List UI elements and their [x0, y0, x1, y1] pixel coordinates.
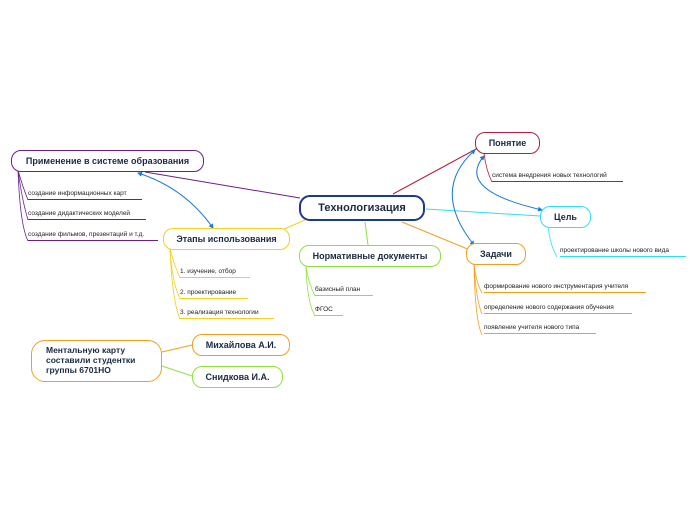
leaf-tasks-1: формирование нового инструментария учите…	[484, 283, 646, 293]
node-normative[interactable]: Нормативные документы	[299, 245, 441, 267]
leaf-stages-1: 1. изучение, отбор	[180, 268, 250, 278]
leaf-application-3: создание фильмов, презентаций и т.д.	[28, 231, 158, 241]
link-author1	[161, 344, 193, 353]
node-tasks[interactable]: Задачи	[466, 243, 526, 265]
leaf-normative-1: базисный план	[315, 286, 373, 296]
leaf-goal-1: проектирование школы нового вида	[560, 247, 686, 257]
leaf-application-1: создание информационных карт	[28, 190, 142, 200]
node-goal[interactable]: Цель	[540, 206, 591, 228]
cross-link-concept-goal	[476, 155, 543, 212]
link-concept	[392, 147, 479, 195]
node-author2[interactable]: Снидкова И.А.	[192, 366, 283, 388]
cross-link-application-stages	[137, 171, 214, 229]
link-stages	[281, 219, 306, 231]
link-application	[144, 171, 301, 199]
node-author1[interactable]: Михайлова А.И.	[192, 334, 290, 356]
link-normative	[364, 221, 369, 246]
leaf-tasks-2: определение нового содержания обучения	[484, 304, 632, 314]
leaf-normative-2: ФГОС	[315, 306, 343, 316]
link-goal	[425, 208, 541, 217]
link-author2	[161, 365, 193, 377]
leaf-stages-2: 2. проектирование	[180, 289, 248, 299]
authors-note: Ментальную карту составили студентки гру…	[31, 340, 162, 382]
central-node[interactable]: Технологизация	[299, 195, 425, 221]
link-tasks	[401, 221, 471, 251]
node-concept[interactable]: Понятие	[475, 132, 540, 154]
leaf-application-2: создание дидактических моделей	[28, 210, 146, 220]
node-stages[interactable]: Этапы использования	[163, 228, 290, 250]
leaf-tasks-3: появление учителя нового типа	[484, 324, 596, 334]
node-application[interactable]: Применение в системе образования	[11, 150, 204, 172]
leaf-stages-3: 3. реализация технологии	[180, 309, 274, 319]
leaf-concept-1: система внедрения новых технологий	[492, 172, 623, 182]
cross-link-concept-tasks	[451, 149, 476, 246]
